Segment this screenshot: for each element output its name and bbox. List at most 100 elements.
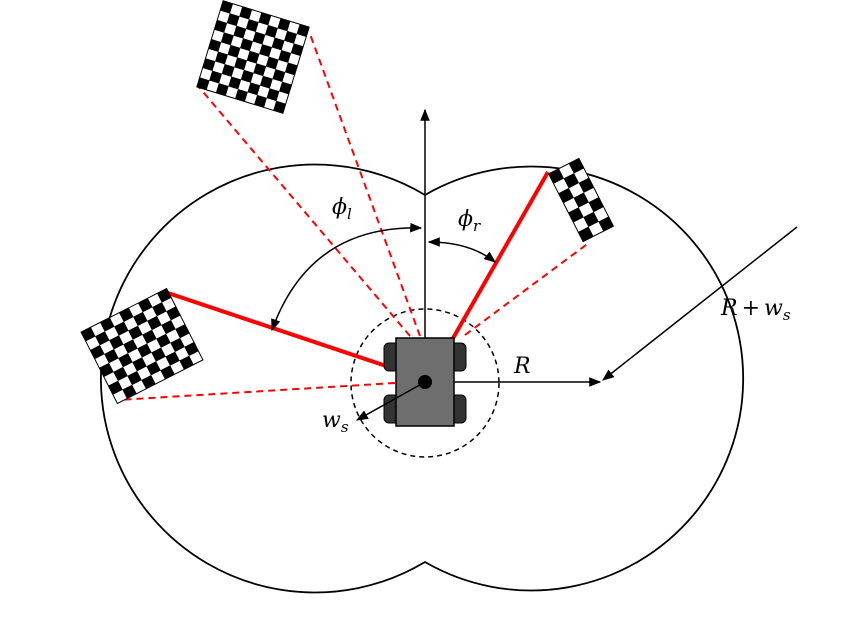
checker-square (90, 344, 105, 360)
checker-square (141, 375, 156, 390)
checker-square (138, 298, 153, 313)
checker-square (114, 321, 129, 336)
checker-square (99, 362, 114, 377)
checker-square (108, 380, 123, 395)
checker-square (265, 56, 279, 70)
checker-square (573, 192, 589, 208)
checker-square (151, 347, 166, 362)
checker-square (175, 324, 190, 339)
checker-square (133, 311, 148, 327)
checker-square (156, 333, 171, 348)
checker-square (266, 88, 280, 102)
checker-square (239, 6, 253, 20)
checker-square (548, 168, 565, 184)
checker-square (284, 30, 297, 44)
checker-square (558, 187, 574, 204)
checker-square (578, 226, 594, 242)
checker-square (95, 331, 110, 346)
checker-square (122, 384, 137, 399)
checker-square (247, 82, 261, 96)
checker-square (583, 211, 599, 228)
radius-label: R (514, 354, 531, 379)
checker-square (227, 44, 241, 58)
checkerboard-top (196, 0, 310, 114)
checker-square (259, 75, 273, 89)
checker-square (160, 365, 175, 380)
checker-square (290, 43, 304, 57)
checker-square (146, 361, 161, 376)
workspace-boundary (100, 163, 745, 594)
checker-square (132, 357, 147, 372)
checker-square (165, 351, 180, 366)
checker-square (109, 335, 124, 350)
checker-square (220, 32, 234, 46)
checker-square (202, 58, 216, 72)
checker-square (128, 325, 143, 340)
radius-plus-label: R+ws (721, 296, 791, 324)
checker-square (598, 216, 614, 232)
checker-square (271, 37, 285, 51)
checker-square (568, 207, 584, 223)
checker-square (137, 343, 152, 358)
checker-square (170, 337, 185, 352)
checker-square (147, 315, 162, 331)
checker-square (272, 69, 286, 82)
checker-square (259, 44, 273, 57)
checker-square (179, 355, 194, 370)
checker-square (568, 158, 585, 174)
checker-square (113, 366, 128, 382)
checker-square (240, 38, 253, 52)
checker-square (161, 320, 176, 335)
checker-square (228, 76, 242, 90)
checker-square (104, 349, 119, 364)
checker-square (254, 94, 267, 108)
checker-square (220, 0, 233, 14)
phi-right-label: ϕr (458, 207, 481, 235)
checker-square (234, 57, 248, 71)
checker-square (284, 62, 298, 76)
checker-square (127, 370, 142, 386)
right-boundary-line (450, 171, 550, 341)
checker-square (578, 177, 595, 193)
wheel-offset-arrow (355, 381, 426, 421)
checker-square (221, 64, 235, 77)
checker-square (152, 302, 167, 317)
checker-square (279, 81, 292, 95)
checker-square (184, 341, 199, 357)
robot-safety-circle (350, 308, 500, 458)
checker-square (196, 77, 210, 91)
checker-square (123, 339, 138, 354)
checker-square (278, 49, 292, 63)
checker-square (258, 12, 272, 26)
checker-square (215, 83, 229, 97)
checker-square (214, 19, 228, 33)
checker-square (215, 51, 228, 65)
checker-square (253, 63, 267, 77)
phi-left-arc (271, 222, 423, 332)
checker-square (208, 39, 222, 52)
checker-square (226, 13, 240, 27)
checker-square (563, 173, 580, 189)
robot (383, 337, 467, 427)
checker-square (233, 25, 247, 39)
checker-square (240, 69, 254, 83)
checker-square (166, 306, 181, 321)
checker-square (296, 24, 310, 38)
phi-right-arc (427, 237, 496, 263)
checker-square (142, 329, 157, 344)
phi-left-label: ϕl (332, 195, 352, 223)
checker-square (100, 317, 115, 332)
checker-square (119, 307, 134, 322)
view-cone-right (464, 241, 591, 336)
checker-square (118, 353, 133, 368)
checker-square (588, 196, 604, 213)
checker-square (273, 100, 287, 114)
checker-square (252, 31, 266, 45)
checker-square (246, 50, 260, 64)
checker-square (245, 19, 259, 33)
checkerboard-right (547, 157, 615, 243)
radius-plus-arrow (602, 226, 798, 381)
checker-square (209, 70, 223, 84)
checker-square (81, 327, 96, 342)
